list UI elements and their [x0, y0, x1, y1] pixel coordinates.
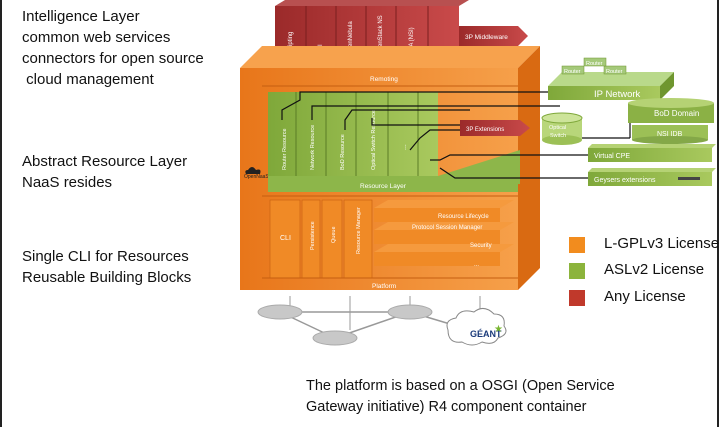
service-lifecycle: Resource Lifecycle [438, 214, 489, 220]
nsi-idb-label: NSI IDB [657, 131, 683, 138]
persistence-label: Persistence [310, 221, 316, 250]
middleware-label: 3P Middleware [465, 34, 508, 41]
legend-swatch-aslv2 [568, 262, 586, 280]
note-abstract-1: Abstract Resource Layer [22, 153, 188, 170]
resource-optical: Optical Switch Resource [371, 110, 377, 170]
legend-label-any: Any License [604, 288, 686, 305]
geant-label: GÉANT [470, 329, 502, 339]
legend-label-aslv2: ASLv2 License [604, 261, 705, 278]
note-intelligence-4: cloud management [22, 71, 154, 88]
note-cli-1: Single CLI for Resources [22, 248, 189, 265]
right-frame-border [717, 0, 719, 427]
svg-text:★: ★ [494, 324, 503, 335]
extensions-label: 3P Extensions [466, 127, 504, 133]
router-label-2: Router [606, 69, 623, 75]
note-intelligence-3: connectors for open source [22, 50, 204, 67]
resource-network: Network Resource [310, 125, 316, 170]
legend-label-lgpl: L-GPLv3 License [604, 235, 720, 252]
resource-more: ... [401, 144, 408, 150]
cli-block-label: CLI [280, 235, 291, 242]
virtual-cpe: Virtual CPE [588, 144, 716, 162]
geysers-label: Geysers extensions [594, 177, 656, 184]
optical-switch-label-2: Switch [550, 133, 566, 139]
service-security: Security [470, 243, 492, 249]
extensions: 3P Extensions [460, 120, 530, 136]
legend-swatch-any [568, 289, 586, 307]
note-intelligence-1: Intelligence Layer [22, 8, 140, 25]
opennaas-logo: OpenNaaS [244, 174, 269, 180]
router-label-1: Router [564, 69, 581, 75]
resource-router: Router Resource [282, 128, 288, 170]
legend-swatch-lgpl [568, 236, 586, 254]
caption-line-2: Gateway initiative) R4 component contain… [306, 399, 587, 415]
service-more: ... [474, 262, 479, 268]
bod-domain-label: BoD Domain [654, 109, 699, 118]
optical-switch-label-1: Optical [549, 125, 566, 131]
virtual-cpe-label: Virtual CPE [594, 153, 630, 160]
ip-network-label: IP Network [594, 89, 641, 100]
geysers: Geysers extensions [588, 168, 716, 186]
note-intelligence-2: common web services [22, 29, 171, 46]
resource-manager-label: Resource Manager [356, 207, 362, 254]
note-abstract-2: NaaS resides [22, 174, 113, 191]
resource-bod: BoD Resource [340, 134, 346, 170]
resource-layer-label: Resource Layer [360, 183, 407, 190]
platform-label: Platform [372, 283, 396, 290]
lower-blocks: CLI Persistence Queue Resource Manager R… [262, 195, 518, 290]
optical-switch: Optical Switch [541, 112, 583, 145]
caption-line-1: The platform is based on a OSGI (Open Se… [306, 378, 615, 394]
left-frame-border [0, 0, 2, 427]
router-label-3: Router [586, 61, 603, 67]
ip-network: IP Network Router Router Router [548, 57, 674, 100]
module-opennebula: OpenNebula [348, 21, 354, 55]
remoting-label: Remoting [370, 76, 398, 83]
note-cli-2: Reusable Building Blocks [22, 269, 192, 286]
module-nsa: NSA (NSI) [409, 27, 415, 55]
bod-domain: BoD Domain NSI IDB [628, 98, 714, 144]
queue-label: Queue [331, 226, 337, 243]
service-protocol: Protocol Session Manager [412, 225, 482, 231]
platform-network: GÉANT ★ [257, 296, 507, 346]
module-scripting: Scripting [288, 32, 294, 55]
module-openstack: OpenStack NS [378, 15, 384, 55]
